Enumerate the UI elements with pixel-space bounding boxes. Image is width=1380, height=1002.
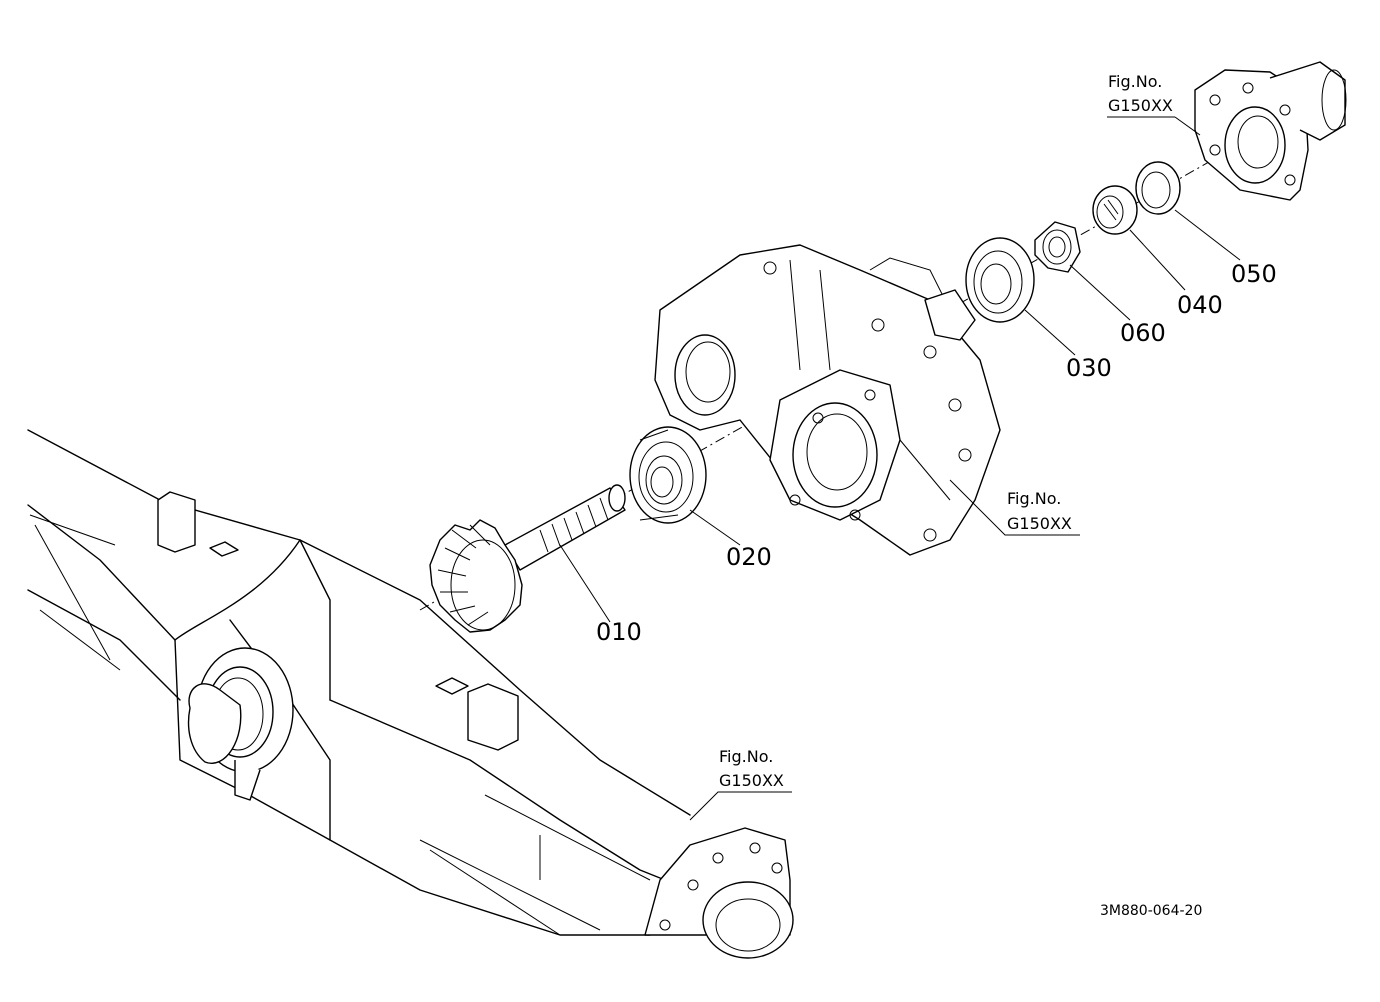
fig-ref-bottom-line1: Fig.No. [719,747,773,766]
oil-seal-050 [1135,161,1181,215]
fig-ref-bottom-line2: G150XX [719,771,784,790]
gear-case [654,244,1001,556]
fig-ref-middle-line1: Fig.No. [1007,489,1061,508]
ball-bearing-020 [629,426,707,524]
ball-bearing-030 [965,237,1035,323]
callout-030: 030 [1066,354,1112,382]
callout-050: 050 [1231,260,1277,288]
callout-010: 010 [596,618,642,646]
callout-060: 060 [1120,319,1166,347]
bevel-pinion-shaft [429,484,626,633]
drawing-code: 3M880-064-20 [1100,903,1202,919]
axle-housing [27,429,794,959]
callout-020: 020 [726,543,772,571]
callout-040: 040 [1177,291,1223,319]
fig-ref-top-line2: G150XX [1108,96,1173,115]
fig-ref-middle-line2: G150XX [1007,514,1072,533]
nut-060 [1034,221,1081,273]
leader-lines [559,116,1241,821]
flange-cover [1194,61,1347,201]
nut-040 [1092,185,1138,235]
fig-ref-top-line1: Fig.No. [1108,72,1162,91]
